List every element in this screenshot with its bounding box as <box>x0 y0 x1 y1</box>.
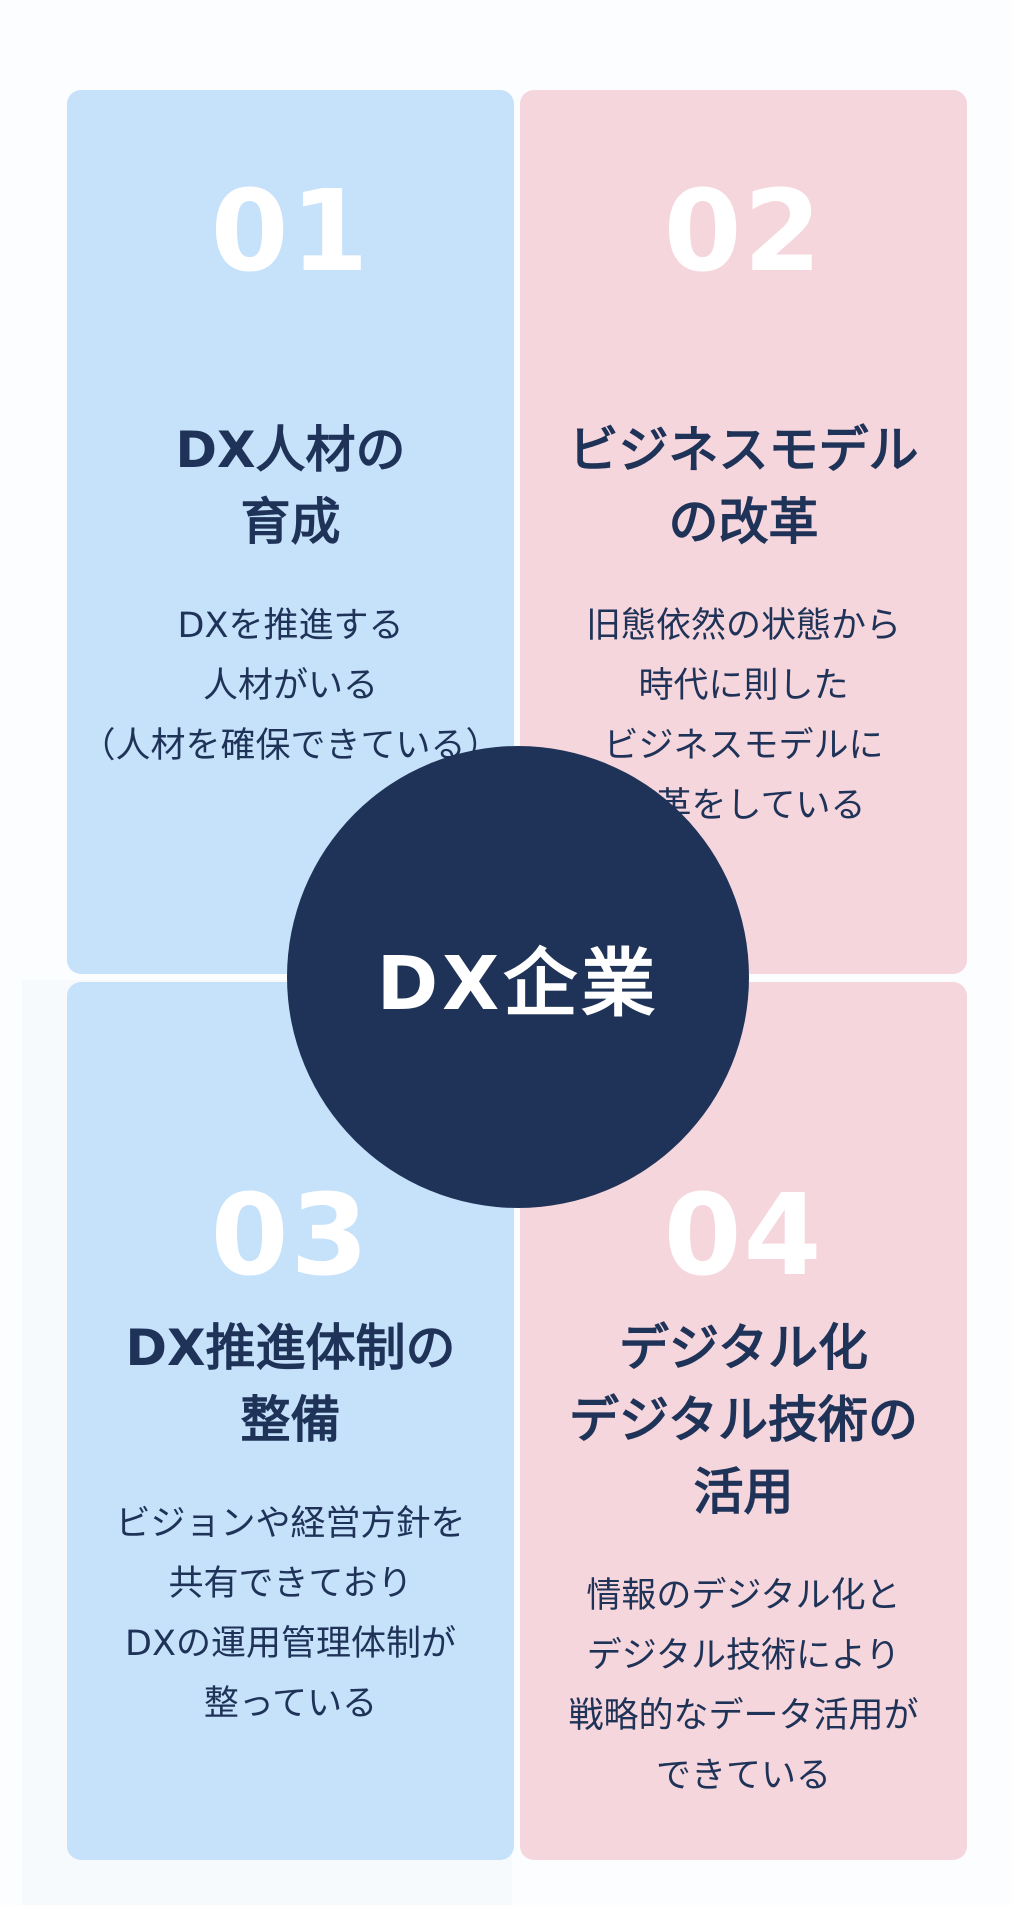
card-title-line: ビジネスモデル <box>568 421 919 479</box>
card-title-line: デジタル化 <box>619 1319 868 1377</box>
card-title-line: DX推進体制の <box>125 1319 456 1377</box>
card-description-line: 旧態依然の状態から <box>585 606 901 646</box>
card-number: 03 <box>210 1171 371 1301</box>
center-circle: DX企業 <box>287 746 749 1208</box>
card-number: 02 <box>663 167 824 297</box>
card-title-line: の改革 <box>668 493 819 551</box>
card-description-line: デジタル技術により <box>586 1636 901 1676</box>
card-dx-talent: 01 DX人材の 育成 DXを推進する 人材がいる （人材を確保できている） <box>67 90 514 974</box>
card-description-line: （人材を確保できている） <box>80 726 501 766</box>
card-description-line: 人材がいる <box>202 666 378 706</box>
card-title-line: DX人材の <box>175 421 406 479</box>
card-number: 01 <box>210 167 371 297</box>
card-title-line: 育成 <box>240 493 341 551</box>
card-title: ビジネスモデル の改革 <box>520 414 967 558</box>
card-description-line: ビジネスモデルに <box>603 726 884 766</box>
center-label: DX企業 <box>376 940 660 1027</box>
card-title: DX人材の 育成 <box>67 414 514 558</box>
card-title-line: 活用 <box>693 1463 794 1521</box>
card-title: デジタル化 デジタル技術の 活用 <box>520 1312 967 1528</box>
card-description-line: DXの運用管理体制が <box>125 1624 456 1664</box>
card-description-line: できている <box>655 1756 831 1796</box>
card-title-line: デジタル技術の <box>569 1391 918 1449</box>
card-description: 情報のデジタル化と デジタル技術により 戦略的なデータ活用が できている <box>520 1566 967 1806</box>
card-description-line: 情報のデジタル化と <box>586 1576 901 1616</box>
card-description-line: ビジョンや経営方針を <box>115 1504 466 1544</box>
card-dx-structure: 03 DX推進体制の 整備 ビジョンや経営方針を 共有できており DXの運用管理… <box>67 982 514 1860</box>
card-description-line: 時代に則した <box>638 666 849 706</box>
card-title-line: 整備 <box>240 1391 341 1449</box>
card-description-line: 戦略的なデータ活用が <box>568 1696 919 1736</box>
card-description: DXを推進する 人材がいる （人材を確保できている） <box>67 596 514 776</box>
card-description-line: DXを推進する <box>177 606 404 646</box>
card-description-line: 整っている <box>203 1684 378 1724</box>
card-description: ビジョンや経営方針を 共有できており DXの運用管理体制が 整っている <box>67 1494 514 1734</box>
card-title: DX推進体制の 整備 <box>67 1312 514 1456</box>
card-number: 04 <box>663 1171 824 1301</box>
card-description-line: 共有できており <box>168 1564 413 1604</box>
